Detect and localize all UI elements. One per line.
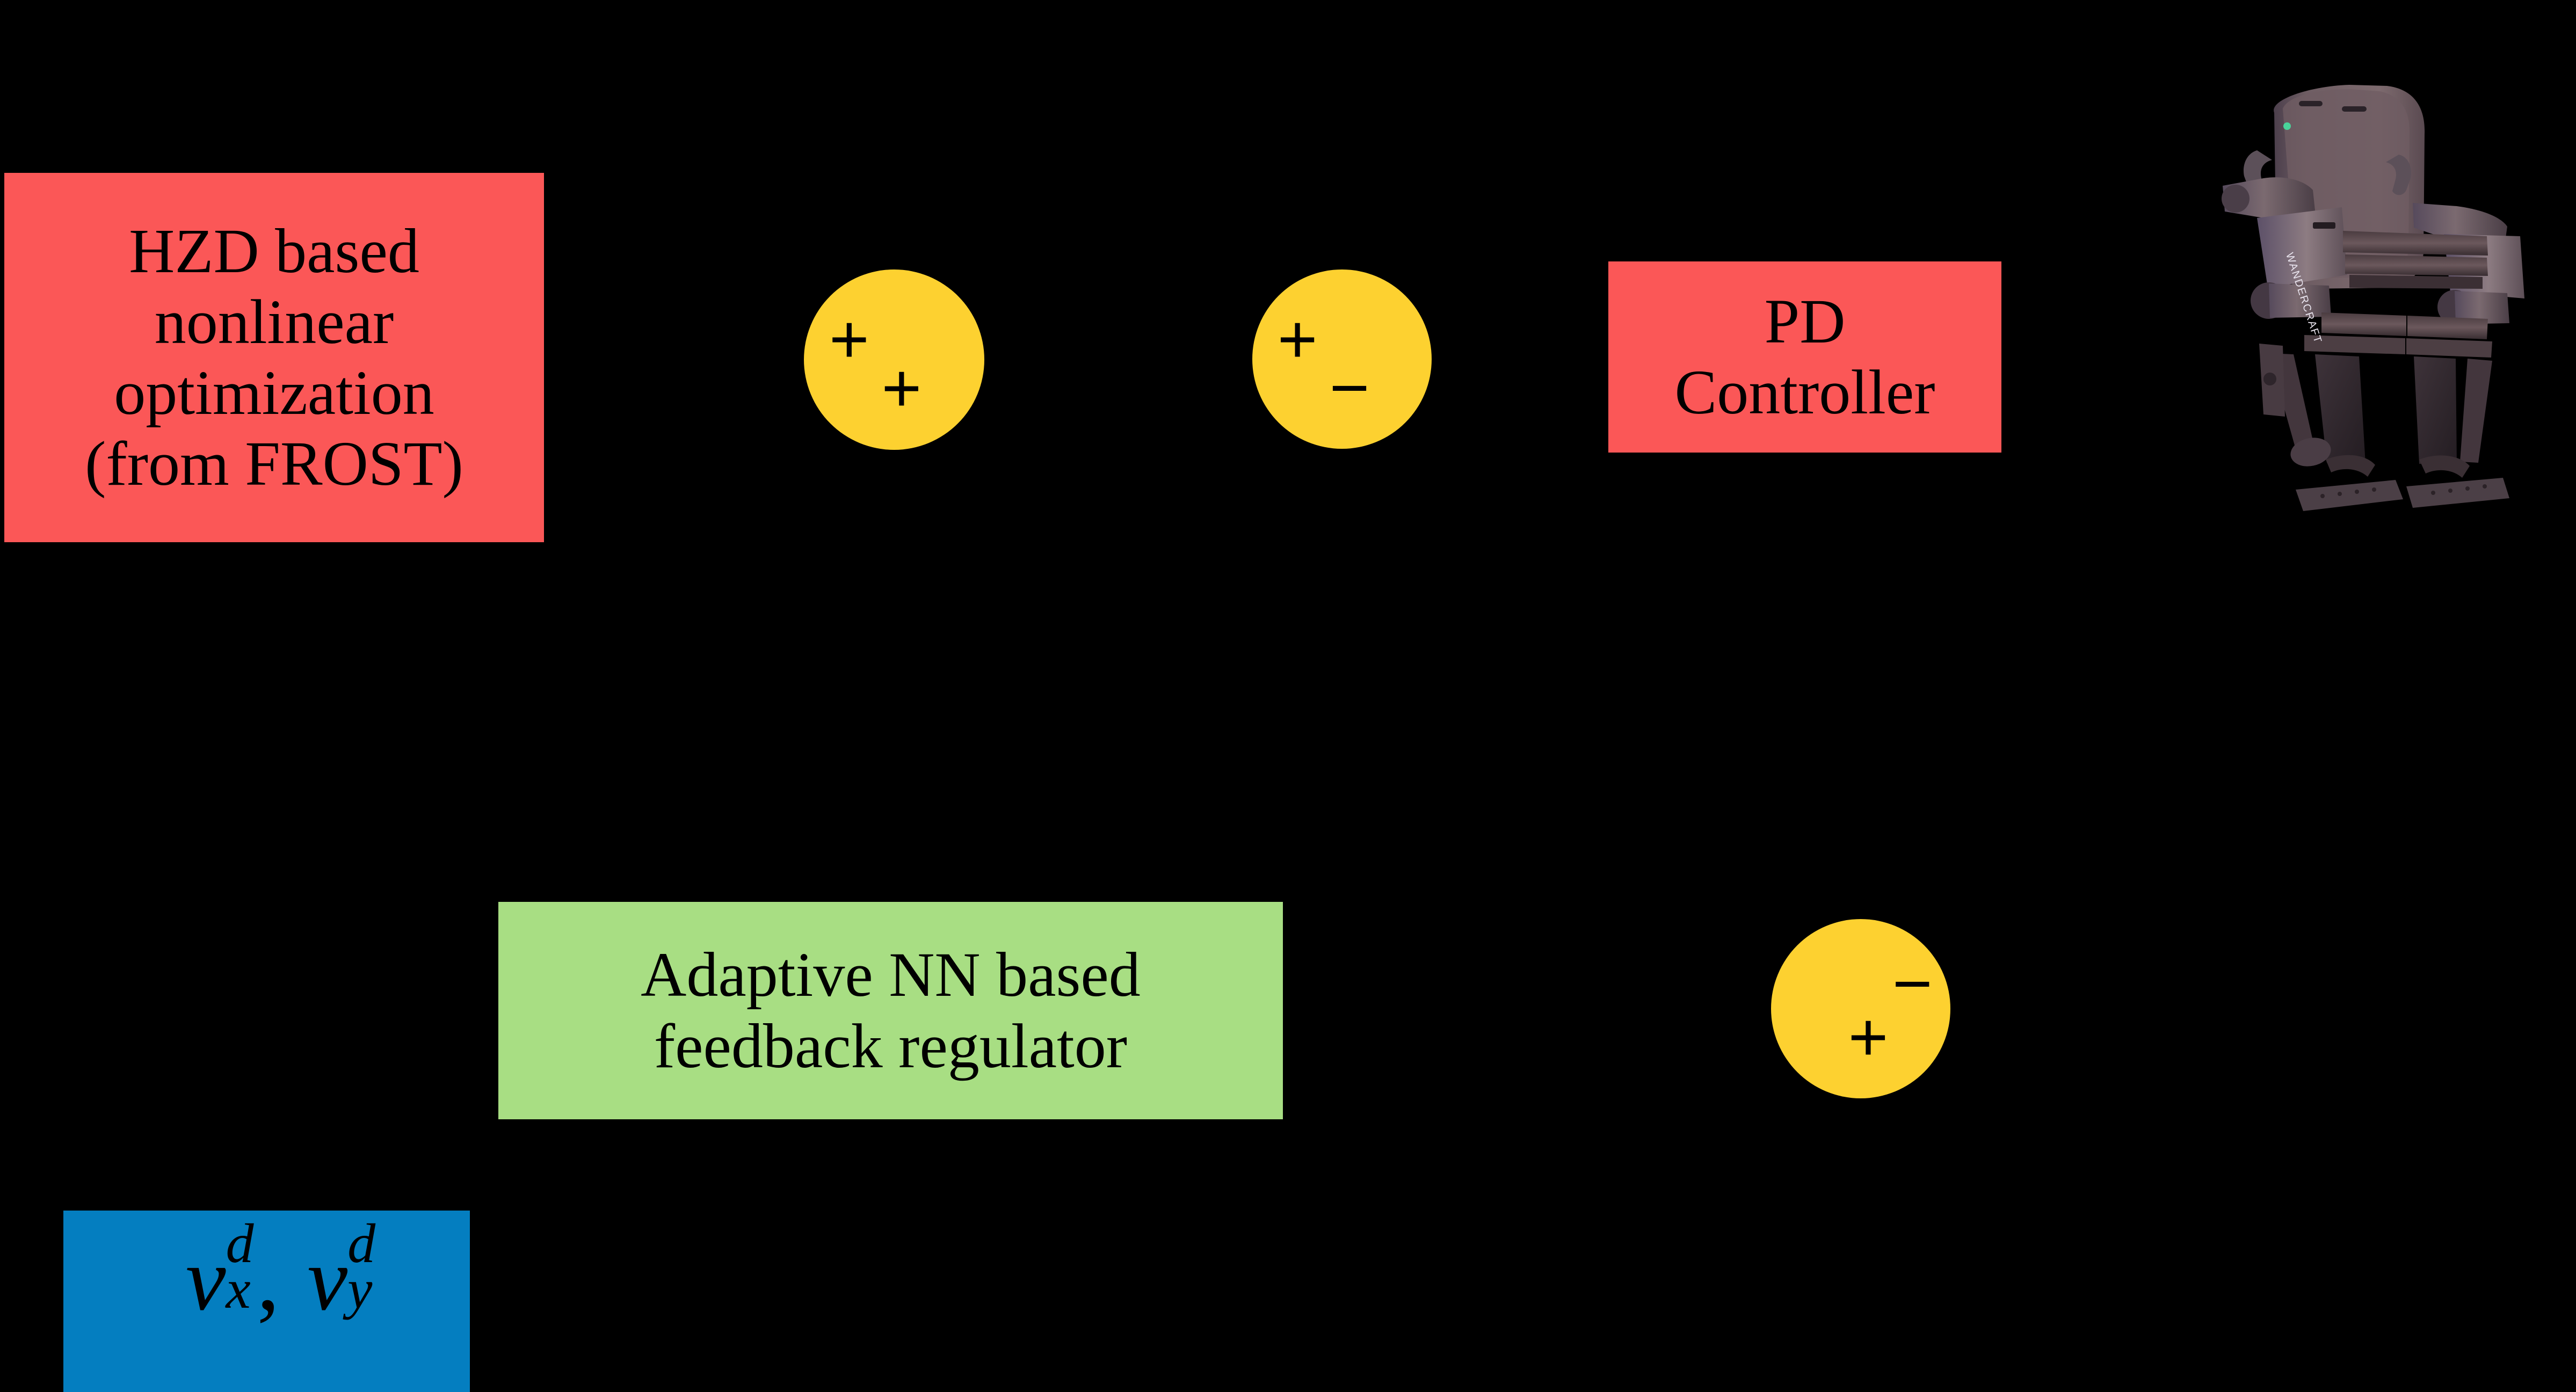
summing-junction-2-sign-top-left: +: [1277, 301, 1318, 378]
summing-junction-1-sign-bottom-center: +: [881, 349, 922, 427]
exo-hip-actuator-left: [2223, 177, 2315, 220]
exo-strut-right: [2460, 359, 2492, 463]
exo-pelvis-strap-lower: [2345, 254, 2488, 276]
block-hzd-nonlinear-optimization[interactable]: HZD based nonlinear optimization (from F…: [4, 173, 544, 542]
exo-control-box-left: [2257, 207, 2347, 288]
velocity-x-subscript: x: [226, 1258, 251, 1321]
block-hzd-line-2: nonlinear: [154, 286, 394, 357]
exo-hip-actuator-right: [2413, 203, 2507, 245]
exo-foot-strap-right: [2419, 455, 2470, 478]
summing-junction-1-sign-top-left: +: [829, 301, 869, 378]
summing-junction-3-sign-top-right: −: [1892, 945, 1933, 1022]
exo-ankle-actuator-left: [2290, 438, 2331, 467]
exoskeleton-svg: [2222, 85, 2524, 511]
block-adaptive-nn-feedback-regulator[interactable]: Adaptive NN based feedback regulator: [498, 902, 1283, 1119]
exo-frame-bolt-left: [2263, 373, 2276, 385]
summing-junction-3[interactable]: − +: [1771, 919, 1950, 1098]
exoskeleton-plant-image: WANDERCRAFT: [2188, 75, 2564, 601]
block-hzd-line-1: HZD based: [129, 215, 419, 286]
exo-thigh-cuff-right: [2407, 316, 2488, 339]
block-pd-line-1: PD: [1764, 286, 1846, 356]
exo-status-led: [2283, 122, 2291, 130]
block-pd-controller[interactable]: PD Controller: [1608, 261, 2001, 453]
exo-box-vent-left: [2313, 222, 2335, 229]
exo-pelvis-strap-upper: [2343, 231, 2488, 256]
exo-handle-right: [2386, 155, 2412, 195]
exo-pelvis-strap-edge: [2349, 275, 2483, 289]
summing-junction-1[interactable]: + +: [804, 269, 984, 450]
exo-thigh-strap-right: [2406, 338, 2492, 358]
exo-shank-right: [2414, 356, 2457, 465]
block-hzd-line-3: optimization: [114, 358, 434, 428]
block-nn-line-2: feedback regulator: [654, 1010, 1128, 1081]
summing-junction-2-sign-bottom-center: −: [1329, 349, 1370, 426]
exo-backrest-slot-1: [2299, 101, 2323, 106]
velocity-separator: ,: [257, 1229, 280, 1329]
block-nn-line-1: Adaptive NN based: [641, 939, 1141, 1010]
exo-knee-link-right: [2455, 291, 2509, 324]
block-hzd-line-4: (from FROST): [85, 428, 463, 499]
summing-junction-3-sign-bottom-center: +: [1848, 999, 1889, 1076]
exo-footplate-holes: [2320, 484, 2487, 498]
exo-thigh-cuff-left: [2321, 312, 2406, 336]
exo-thigh-strap-left: [2304, 335, 2405, 354]
exo-footplate-left: [2296, 480, 2403, 511]
exo-shank-left: [2315, 354, 2365, 464]
velocity-y-subscript: y: [347, 1258, 373, 1321]
velocity-y-superscript: d: [347, 1212, 376, 1274]
exo-hip-joint-left: [2222, 185, 2250, 213]
exo-footplate-right: [2406, 478, 2509, 508]
exo-backrest-slot-2: [2342, 106, 2367, 112]
block-pd-line-2: Controller: [1674, 357, 1935, 427]
velocity-x-base: v: [185, 1229, 226, 1329]
exo-knee-link-left: [2269, 283, 2331, 318]
velocity-y-base: v: [307, 1229, 348, 1329]
summing-junction-2[interactable]: + −: [1252, 269, 1432, 449]
velocity-x-superscript: d: [226, 1212, 254, 1274]
exo-foot-strap-left: [2326, 455, 2375, 477]
